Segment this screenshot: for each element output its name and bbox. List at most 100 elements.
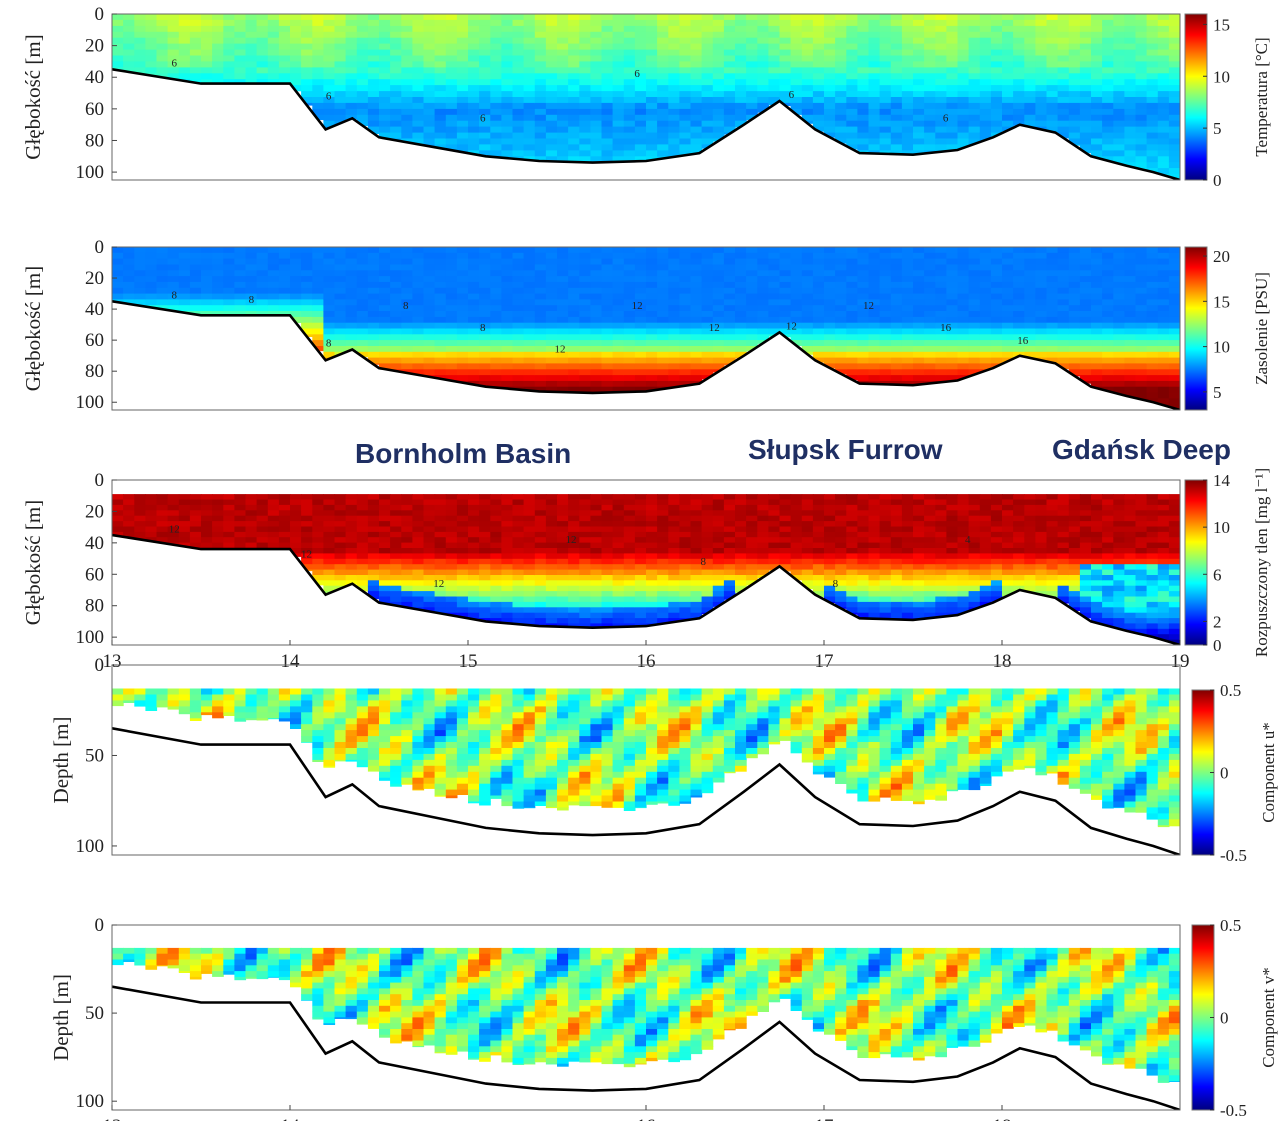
- seabed-mask: [112, 69, 1180, 180]
- y-tick-label: 20: [85, 501, 104, 522]
- y-tick-label: 80: [85, 596, 104, 617]
- seabed-mask: [112, 301, 1180, 410]
- contour-label: 6: [634, 68, 640, 80]
- x-tick-label: 18: [993, 1116, 1012, 1121]
- contour-label: 8: [700, 556, 706, 568]
- colorbar-tick-label: 10: [1213, 518, 1230, 537]
- colorbar-tick-label: 5: [1213, 119, 1222, 138]
- heatmap-cells: [112, 688, 1180, 855]
- seabed-mask: [112, 535, 1180, 645]
- colorbar-tick-label: 6: [1213, 565, 1222, 584]
- y-axis-label: Depth [m]: [49, 974, 73, 1061]
- contour-label: 6: [326, 90, 332, 102]
- x-tick-label: 13: [103, 651, 122, 672]
- y-tick-label: 100: [76, 392, 105, 413]
- contour-label: 12: [169, 523, 180, 535]
- colorbar-tick-label: 5: [1213, 383, 1222, 402]
- x-tick-label: 18: [993, 651, 1012, 672]
- contour-label: 6: [172, 58, 178, 70]
- y-tick-label: 80: [85, 361, 104, 382]
- y-tick-label: 20: [85, 268, 104, 289]
- bathymetry-line: [112, 985, 1180, 1110]
- colorbar-label: Temperatura [°C]: [1252, 37, 1271, 156]
- y-tick-label: 0: [95, 655, 105, 676]
- contour-label: 16: [1017, 335, 1029, 347]
- y-tick-label: 60: [85, 564, 104, 585]
- y-tick-label: 40: [85, 533, 104, 554]
- colorbar-tick-label: 2: [1213, 612, 1222, 631]
- y-tick-label: 100: [76, 162, 105, 183]
- colorbar-label: Rozpuszczony tlen [mg l⁻¹]: [1252, 468, 1271, 657]
- colorbar: [1184, 246, 1208, 411]
- colorbar-label: Zasolenie [PSU]: [1252, 272, 1271, 385]
- contour-label: 6: [480, 113, 486, 125]
- contour-label: 8: [249, 294, 255, 306]
- contour-label: 16: [940, 322, 952, 334]
- contour-label: 8: [480, 322, 486, 334]
- y-tick-label: 0: [95, 237, 105, 258]
- contour-label: 12: [555, 344, 566, 356]
- y-tick-label: 60: [85, 99, 104, 120]
- colorbar-tick-label: 10: [1213, 67, 1230, 86]
- colorbar-tick-label: 14: [1213, 471, 1231, 490]
- y-axis-label: Głębokość [m]: [21, 500, 45, 625]
- contour-label: 12: [566, 534, 577, 546]
- axes-frame: [111, 13, 1181, 181]
- y-tick-label: 100: [76, 1091, 105, 1112]
- colorbar: [1184, 13, 1208, 181]
- colorbar-tick-label: 0: [1220, 1009, 1229, 1028]
- contour-label: 12: [709, 322, 720, 334]
- contour-label: 12: [863, 300, 874, 312]
- colorbar-tick-label: 15: [1213, 15, 1230, 34]
- y-tick-label: 40: [85, 67, 104, 88]
- colorbar-tick-label: 20: [1213, 247, 1230, 266]
- contour-label: 8: [326, 338, 332, 350]
- y-axis-label: Głębokość [m]: [21, 34, 45, 159]
- seabed-mask: [112, 986, 1180, 1110]
- contour-label: 6: [943, 113, 949, 125]
- colorbar: [1184, 479, 1208, 646]
- contour-label: 12: [786, 320, 797, 332]
- y-tick-label: 20: [85, 36, 104, 57]
- x-tick-label: 14: [281, 651, 301, 672]
- axes-frame: [111, 246, 1181, 411]
- x-tick-label: 17: [815, 651, 834, 672]
- colorbar-tick-label: 0.5: [1220, 916, 1241, 935]
- region-label-bornholm-basin: Bornholm Basin: [355, 438, 572, 469]
- colorbar-tick-label: 0.5: [1220, 681, 1241, 700]
- colorbar-tick-label: -0.5: [1220, 1101, 1247, 1120]
- colorbar-tick-label: 0: [1213, 171, 1222, 190]
- y-axis-label: Depth [m]: [49, 717, 73, 804]
- contour-label: 12: [301, 549, 312, 561]
- x-tick-label: 16: [637, 651, 656, 672]
- colorbar-tick-label: 0: [1220, 764, 1229, 783]
- bathymetry-line: [112, 727, 1180, 855]
- contour-label: 12: [433, 578, 444, 590]
- axes-frame: [111, 664, 1181, 856]
- x-tick-label: 15: [459, 651, 478, 672]
- contour-label: 4: [965, 534, 971, 546]
- bathymetry-line: [112, 533, 1180, 645]
- y-tick-label: 0: [95, 4, 105, 25]
- y-tick-label: 40: [85, 299, 104, 320]
- colorbar-tick-label: -0.5: [1220, 846, 1247, 865]
- colorbar-tick-label: 15: [1213, 292, 1230, 311]
- y-tick-label: 100: [76, 836, 105, 857]
- contour-label: 8: [403, 300, 409, 312]
- colorbar-label: Component u*: [1259, 722, 1278, 823]
- y-tick-label: 0: [95, 470, 105, 491]
- x-tick-label: 17: [815, 1116, 834, 1121]
- y-tick-label: 0: [95, 915, 105, 936]
- region-label-slupsk-furrow: Słupsk Furrow: [748, 434, 943, 465]
- y-tick-label: 80: [85, 130, 104, 151]
- contour-label: 12: [632, 300, 643, 312]
- y-tick-label: 50: [85, 745, 104, 766]
- x-tick-label: 19: [1171, 651, 1190, 672]
- bathymetry-line: [112, 68, 1180, 180]
